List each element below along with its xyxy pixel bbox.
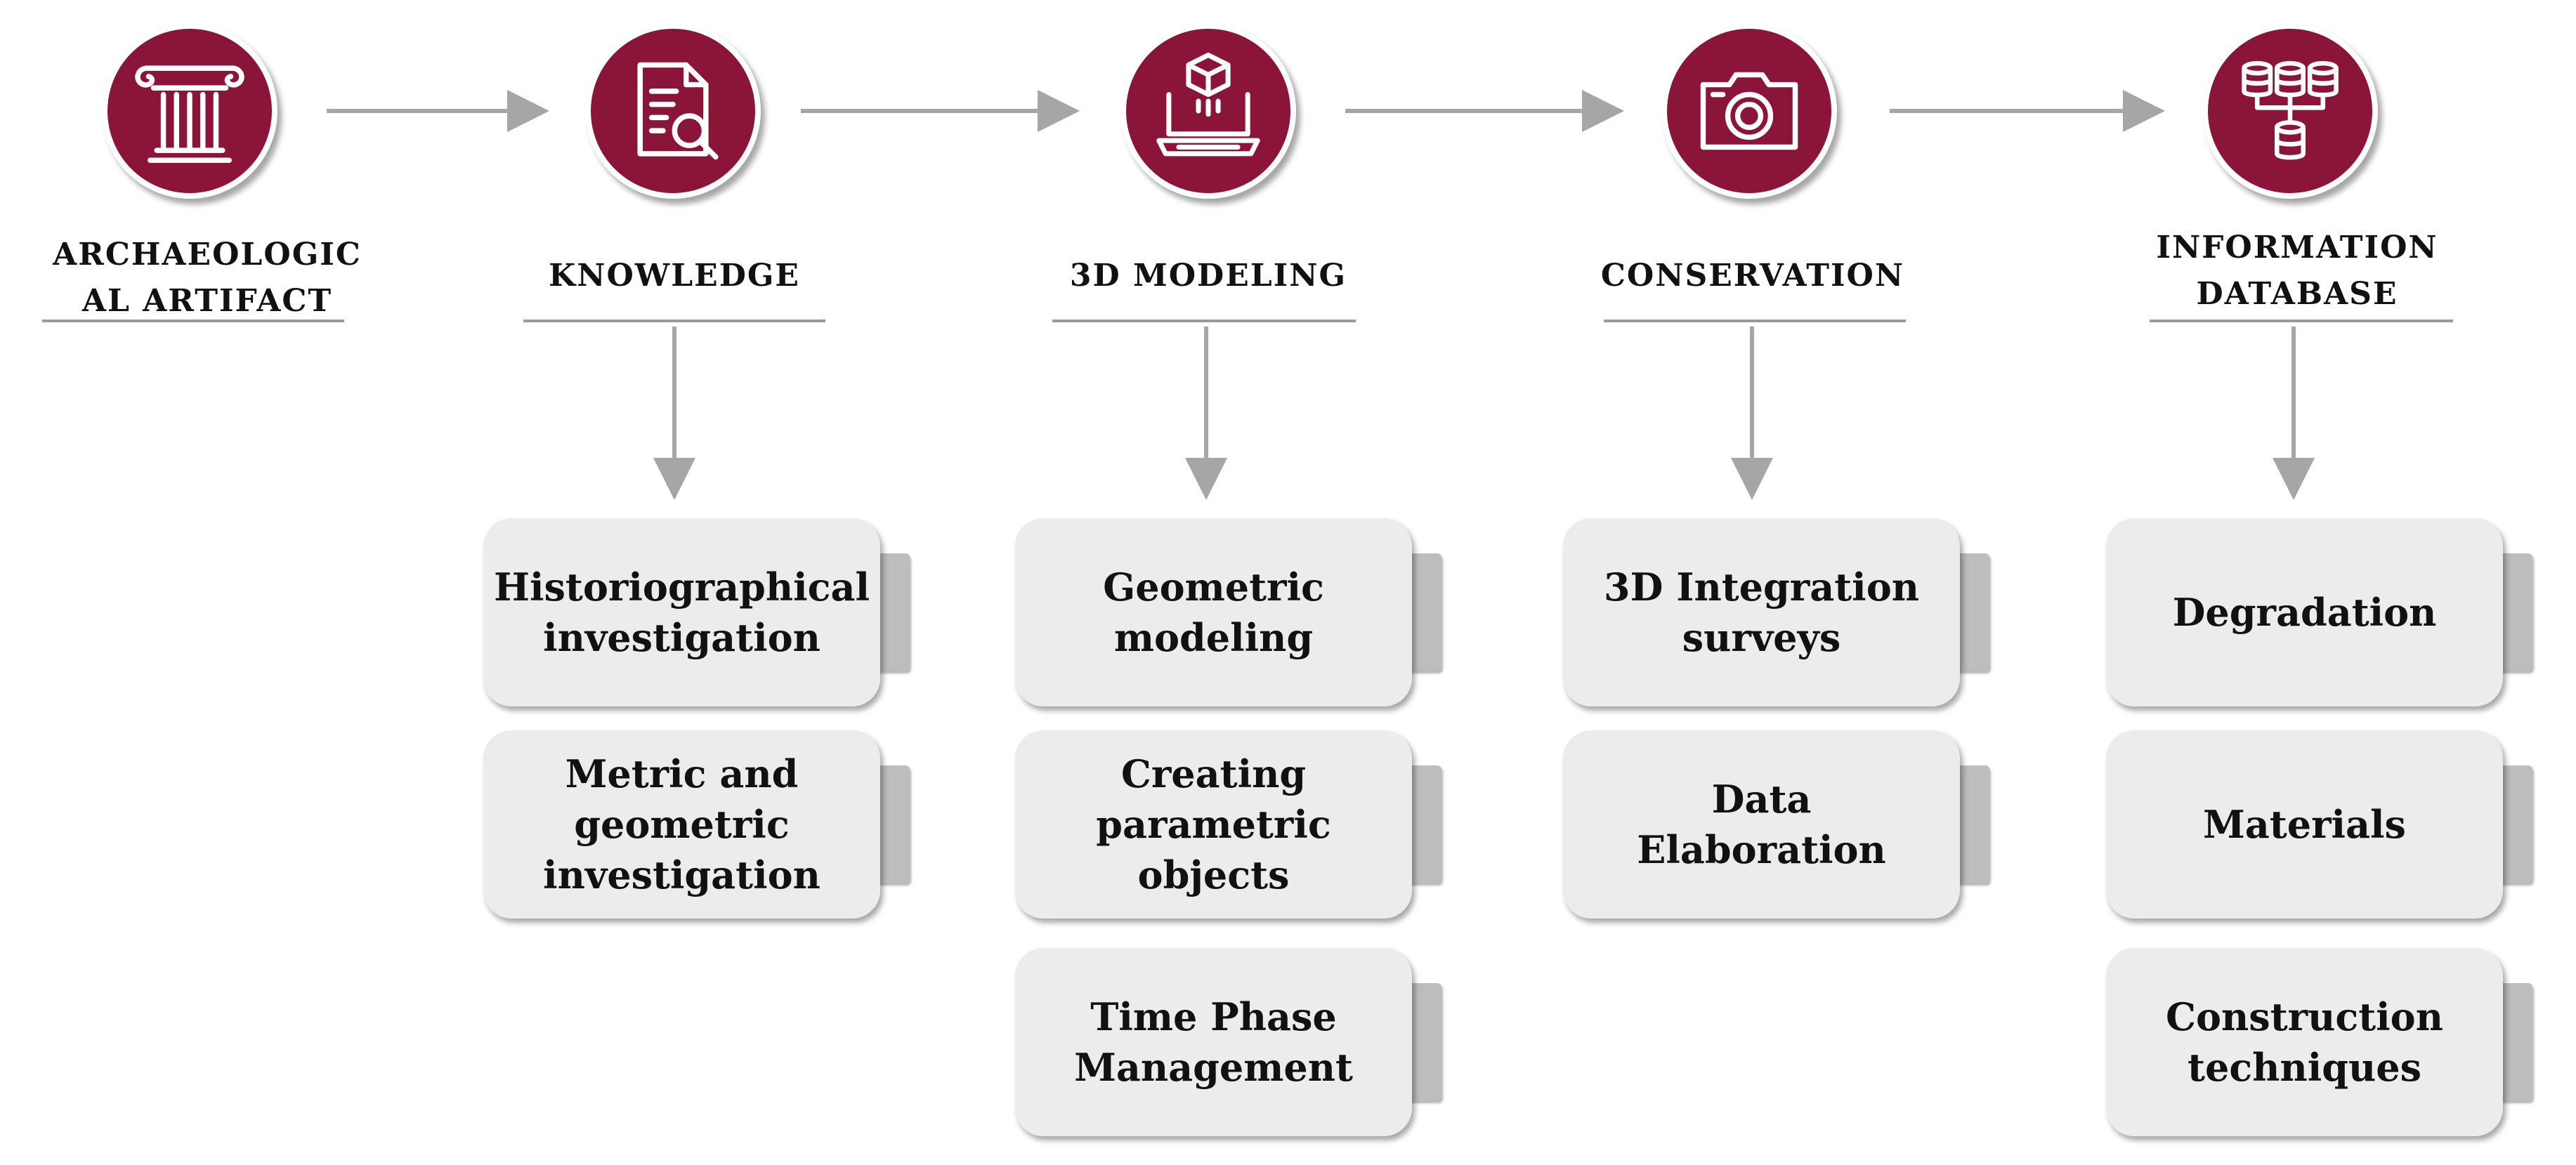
card-label: Construction techniques — [2106, 948, 2503, 1136]
card-creating-parametric-objects: Creating parametric objects — [1015, 730, 1447, 919]
card-label: Time Phase Management — [1015, 948, 1412, 1136]
column-icon — [135, 65, 244, 163]
card-historiographical-investigation: Historiographical investigation — [483, 518, 915, 706]
card-3d-integration-surveys: 3D Integration surveys — [1563, 518, 1995, 706]
stage-label-knowledge: KNOWLEDGE — [549, 258, 800, 294]
card-time-phase-management: Time Phase Management — [1015, 948, 1447, 1136]
card-degradation: Degradation — [2106, 518, 2538, 706]
card-label: Degradation — [2106, 518, 2503, 706]
knowledge-circle — [585, 23, 761, 199]
stage-label-artifact: ARCHAEOLOGIC AL ARTIFACT — [53, 237, 362, 319]
conservation-circle — [1661, 23, 1837, 199]
card-data-elaboration: Data Elaboration — [1563, 730, 1995, 919]
camera-icon — [1700, 72, 1798, 150]
card-label: Materials — [2106, 730, 2503, 919]
database-network-icon — [2242, 60, 2339, 160]
stage-underline-knowledge — [523, 320, 825, 322]
stage-label-modeling: 3D MODELING — [1069, 258, 1347, 294]
card-label: Creating parametric objects — [1015, 730, 1412, 919]
card-label: 3D Integration surveys — [1563, 518, 1960, 706]
stage-underline-database — [2150, 320, 2453, 322]
document-search-icon — [637, 62, 719, 160]
stage-underline-modeling — [1052, 320, 1356, 322]
modeling-circle — [1120, 23, 1296, 199]
card-label: Historiographical investigation — [483, 518, 880, 706]
artifact-circle — [102, 23, 277, 199]
stage-label-conservation: CONSERVATION — [1600, 258, 1905, 294]
stage-label-database: INFORMATION DATABASE — [2156, 230, 2438, 312]
stage-underline-artifact — [42, 320, 344, 322]
card-label: Metric and geometric investigation — [483, 730, 880, 919]
card-geometric-modeling: Geometric modeling — [1015, 518, 1447, 706]
card-materials: Materials — [2106, 730, 2538, 919]
database-circle — [2202, 23, 2378, 199]
card-label: Geometric modeling — [1015, 518, 1412, 706]
card-construction-techniques: Construction techniques — [2106, 948, 2538, 1136]
card-metric-geometric-investigation: Metric and geometric investigation — [483, 730, 915, 919]
stage-underline-conservation — [1604, 320, 1906, 322]
laptop-cube-icon — [1156, 52, 1260, 157]
card-label: Data Elaboration — [1563, 730, 1960, 919]
